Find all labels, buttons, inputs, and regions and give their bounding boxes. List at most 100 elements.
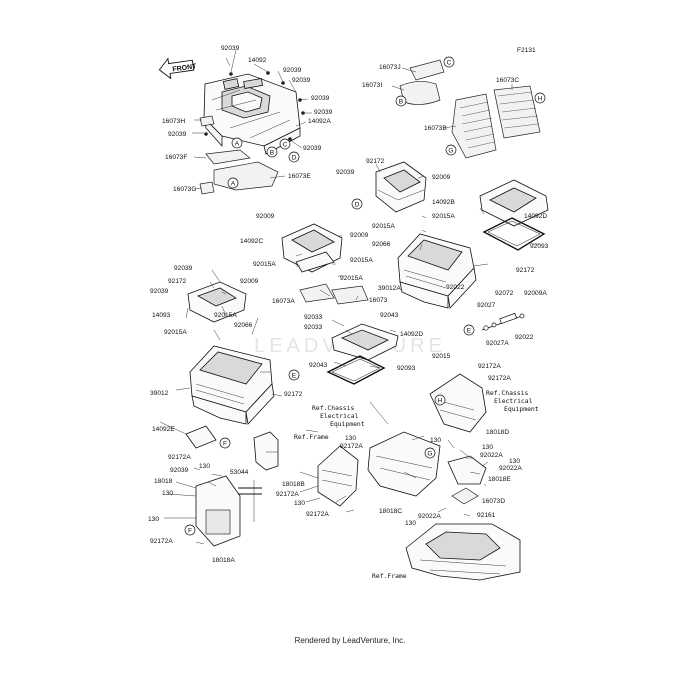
pad-16073h [199, 115, 215, 127]
storage-box-39012 [189, 345, 275, 425]
cover-18018c [367, 431, 441, 497]
label-18018: 18018 [154, 478, 173, 485]
bracket-ref-frame [253, 431, 279, 471]
label-16073e: 16073E [288, 173, 311, 180]
label-92015a: 92015A [432, 213, 455, 220]
svg-text:F: F [188, 528, 192, 535]
svg-text:H: H [438, 398, 443, 405]
svg-text:E: E [292, 373, 297, 380]
front-label: FRONT [172, 63, 198, 73]
label-18018b: 18018B [282, 481, 305, 488]
lid-14092d [479, 179, 549, 227]
svg-text:Electrical: Electrical [494, 397, 533, 405]
callout-e2: E [288, 369, 300, 381]
label-92066: 92066 [372, 241, 391, 248]
label-16073b: 16073B [424, 125, 447, 132]
label-92172a: 92172A [478, 363, 501, 370]
label-16073h: 16073H [162, 118, 185, 125]
label-92022a: 92022A [480, 452, 503, 459]
label-130: 130 [148, 516, 159, 523]
pad-16073i [399, 81, 441, 105]
svg-text:F: F [223, 441, 227, 448]
label-130: 130 [162, 490, 173, 497]
label-18018d: 18018D [486, 429, 509, 436]
hardware-92027 [481, 312, 525, 331]
label-92172: 92172 [516, 267, 535, 274]
plate-53044 [238, 487, 262, 495]
label-14092b: 14092B [432, 199, 455, 206]
label-92039: 92039 [150, 288, 169, 295]
label-92015a: 92015A [164, 329, 187, 336]
label-92039: 92039 [292, 77, 311, 84]
label-92015a: 92015A [214, 312, 237, 319]
callout-h2: H [434, 394, 446, 406]
label-92039: 92039 [174, 265, 193, 272]
label-130: 130 [430, 437, 441, 444]
label-92015a: 92015A [253, 261, 276, 268]
label-130: 130 [509, 458, 520, 465]
label-92009: 92009 [256, 213, 275, 220]
label-92033: 92033 [304, 324, 323, 331]
label-16073c: 16073C [496, 77, 519, 84]
label-92033: 92033 [304, 314, 323, 321]
label-16073d: 16073D [482, 498, 505, 505]
pad-16073f [205, 149, 251, 165]
svg-text:H: H [538, 96, 543, 103]
diagram-code: F2131 [517, 47, 536, 54]
label-92022: 92022 [515, 334, 534, 341]
label-92015a: 92015A [340, 275, 363, 282]
label-92072: 92072 [495, 290, 514, 297]
label-18018c: 18018C [379, 508, 402, 515]
bracket-14092e [185, 425, 217, 449]
label-16073g: 16073G [173, 186, 196, 193]
callout-b2: B [395, 95, 407, 107]
label-14092d: 14092D [524, 213, 547, 220]
label-92009: 92009 [432, 174, 451, 181]
part-labels: 92039 14092 92039 92039 92039 92039 1409… [148, 45, 549, 580]
label-92043: 92043 [380, 312, 399, 319]
footer-credit: Rendered by LeadVenture, Inc. [294, 636, 406, 645]
label-92172a: 92172A [306, 511, 329, 518]
label-92161: 92161 [477, 512, 496, 519]
bracket-14092b [375, 161, 427, 213]
label-18018e: 18018E [488, 476, 511, 483]
label-92172a: 92172A [276, 491, 299, 498]
label-92172: 92172 [284, 391, 303, 398]
callout-g2: G [424, 447, 436, 459]
svg-text:A: A [235, 141, 240, 148]
callout-f2: F [184, 524, 196, 536]
callout-a2: A [227, 177, 239, 189]
label-39012a: 39012A [378, 285, 401, 292]
label-92039: 92039 [168, 131, 187, 138]
label-92009: 92009 [350, 232, 369, 239]
label-16073f: 16073F [165, 154, 187, 161]
ref-frame-label: Ref.Frame [294, 433, 329, 441]
svg-text:Ref.Chassis: Ref.Chassis [486, 389, 528, 397]
callout-b1: B [266, 146, 278, 158]
label-92009: 92009 [240, 278, 259, 285]
label-92027a: 92027A [486, 340, 509, 347]
label-92043: 92043 [309, 362, 328, 369]
label-14092a: 14092A [308, 118, 331, 125]
svg-text:Ref.Chassis: Ref.Chassis [312, 404, 354, 412]
callout-g1: G [445, 144, 457, 156]
callout-d2: D [351, 198, 363, 210]
cover-18018b [317, 445, 359, 507]
label-92066: 92066 [234, 322, 253, 329]
cover-18018 [195, 475, 241, 547]
console-cover-assembly [203, 71, 305, 155]
svg-text:Equipment: Equipment [504, 405, 539, 413]
label-130: 130 [482, 444, 493, 451]
pad-16073 [331, 285, 369, 305]
label-92039: 92039 [336, 169, 355, 176]
pad-16073a [299, 283, 335, 303]
svg-text:B: B [270, 150, 275, 157]
label-92015a: 92015A [372, 223, 395, 230]
pad-16073d [451, 487, 479, 505]
cover-18018d [429, 373, 487, 433]
label-14092c: 14092C [240, 238, 263, 245]
label-92039: 92039 [314, 109, 333, 116]
label-92039: 92039 [311, 95, 330, 102]
svg-text:D: D [292, 155, 297, 162]
